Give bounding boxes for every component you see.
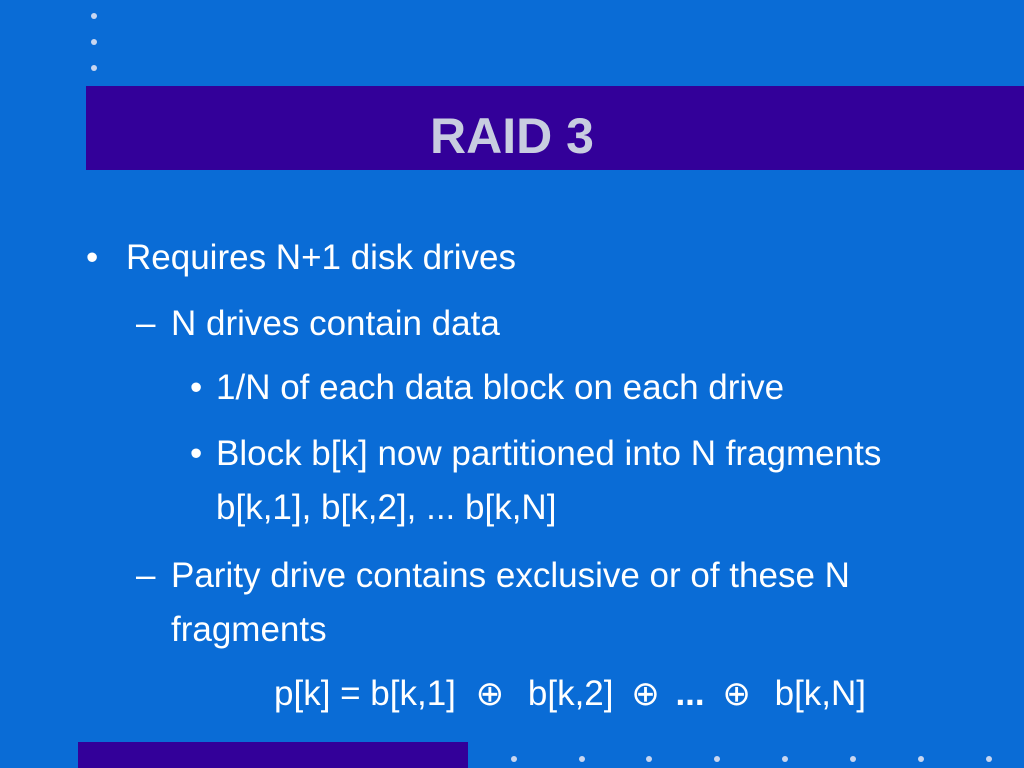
bullet-marker: • (190, 434, 203, 473)
title-bar: RAID 3 (86, 86, 1024, 170)
bullet-text: N drives contain data (171, 304, 500, 343)
decor-dot (782, 756, 788, 762)
formula-term: b[k,2] (527, 674, 614, 713)
bullet-text: fragments (171, 610, 327, 649)
decor-dot (511, 756, 517, 762)
bullet-continuation: b[k,1], b[k,2], ... b[k,N] (216, 488, 556, 528)
dash-marker: – (136, 304, 156, 343)
bullet-text: Parity drive contains exclusive or of th… (171, 556, 850, 595)
formula-lhs: p[k] = b[k,1] (274, 674, 456, 713)
bullet-text: b[k,1], b[k,2], ... b[k,N] (216, 488, 557, 527)
decor-dot (986, 756, 992, 762)
xor-symbol: ⊕ (631, 675, 660, 713)
bullet-text: Requires N+1 disk drives (126, 238, 517, 277)
decor-dot (850, 756, 856, 762)
bottom-accent-bar (78, 742, 468, 768)
decor-dot (91, 13, 97, 19)
decor-dot (714, 756, 720, 762)
decor-dot (91, 65, 97, 71)
bullet-text: Block b[k] now partitioned into N fragme… (216, 434, 882, 473)
bullet-text: 1/N of each data block on each drive (216, 368, 785, 407)
xor-symbol: ⊕ (722, 675, 751, 713)
decor-dot (91, 39, 97, 45)
bullet-marker: • (86, 238, 99, 277)
bullet-marker: • (190, 368, 203, 407)
formula-ellipsis: ... (675, 674, 705, 713)
decor-dot (918, 756, 924, 762)
bullet-continuation: fragments (171, 610, 327, 650)
slide-title: RAID 3 (430, 108, 594, 164)
xor-symbol: ⊕ (475, 675, 505, 713)
parity-formula: p[k] = b[k,1] ⊕ b[k,2] ⊕ ... ⊕ b[k,N] (274, 674, 866, 714)
dash-marker: – (136, 556, 156, 595)
decor-dot (646, 756, 652, 762)
decor-dot (579, 756, 585, 762)
formula-term: b[k,N] (774, 674, 867, 713)
